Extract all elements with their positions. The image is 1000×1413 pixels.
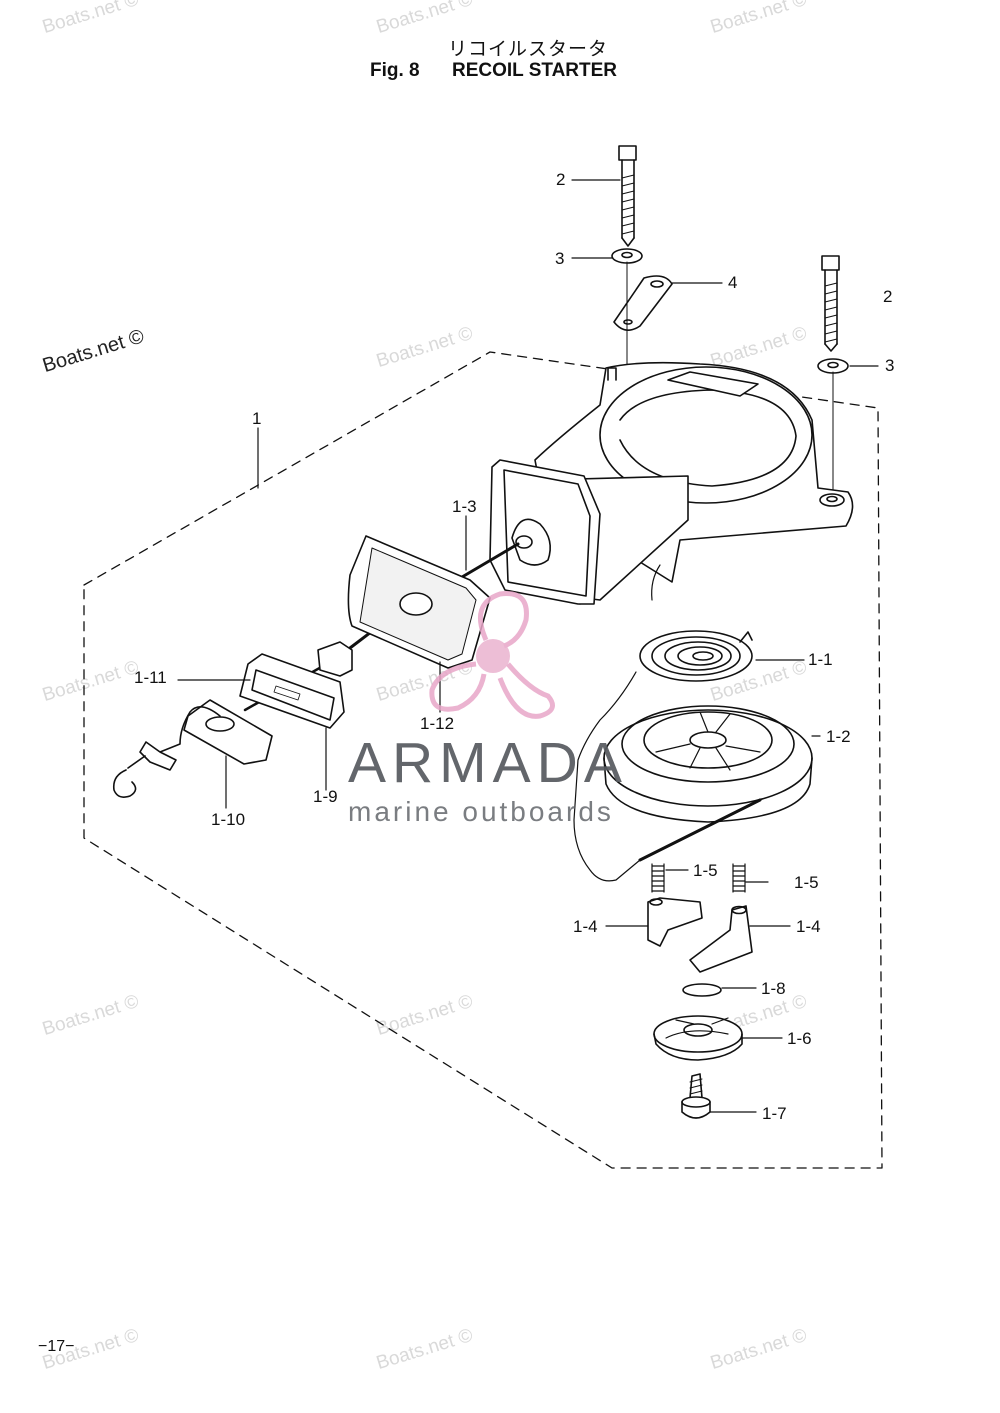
part-label-bolt: 2 (883, 287, 893, 306)
lock-plate (159, 699, 273, 765)
part-label-spring: 1-1 (808, 650, 833, 669)
part-label-clip: 1-8 (761, 979, 786, 998)
rope-guide (347, 535, 491, 669)
part-label-friction-plate: 1-6 (787, 1029, 812, 1048)
part-label-assembly: 1 (252, 409, 262, 428)
part-label-bolt: 2 (556, 170, 566, 189)
page-number: −17− (38, 1338, 75, 1355)
bolt-icon (618, 145, 637, 247)
part-label-rope: 1-3 (452, 497, 477, 516)
part-label-reel: 1-2 (826, 727, 851, 746)
assembly-boundary (83, 351, 883, 1169)
part-label-washer: 3 (555, 249, 565, 268)
part-label-lock-plate: 1-10 (211, 810, 246, 829)
part-label-screw: 1-7 (762, 1104, 787, 1123)
clip-ring (682, 983, 722, 997)
bolt-icon (821, 255, 840, 352)
pawl (689, 905, 753, 973)
figure-title: RECOIL STARTER (452, 60, 618, 81)
title-japanese: リコイルスタータ (447, 38, 608, 60)
part-label-washer: 3 (885, 356, 895, 375)
spiral-spring (639, 630, 753, 682)
part-label-cable: 1-11 (134, 668, 167, 687)
pawl-spring (732, 863, 746, 893)
washer-icon (817, 358, 849, 374)
friction-plate (653, 1015, 743, 1061)
part-label-pawl: 1-4 (573, 917, 598, 936)
part-label-guide: 1-12 (420, 714, 455, 733)
propeller-icon (429, 591, 555, 719)
figure-number: Fig. 8 (370, 60, 420, 81)
washer-icon (611, 248, 643, 264)
starter-housing (489, 361, 854, 605)
brand-watermark: ARMADA (348, 731, 628, 795)
screw-icon (681, 1073, 711, 1119)
part-label-plate: 4 (728, 273, 738, 292)
pawl (647, 897, 703, 947)
leader-lines (177, 179, 879, 1113)
part-label-handle: 1-9 (313, 787, 338, 806)
plate-icon (613, 275, 673, 331)
starter-handle (239, 641, 353, 729)
part-label-pawl: 1-4 (796, 917, 821, 936)
cable (112, 671, 641, 882)
part-label-pawl-spring: 1-5 (794, 873, 819, 892)
reel (603, 705, 813, 862)
pawl-spring (651, 863, 665, 893)
part-label-pawl-spring: 1-5 (693, 861, 718, 880)
brand-tagline: marine outboards (348, 796, 614, 827)
